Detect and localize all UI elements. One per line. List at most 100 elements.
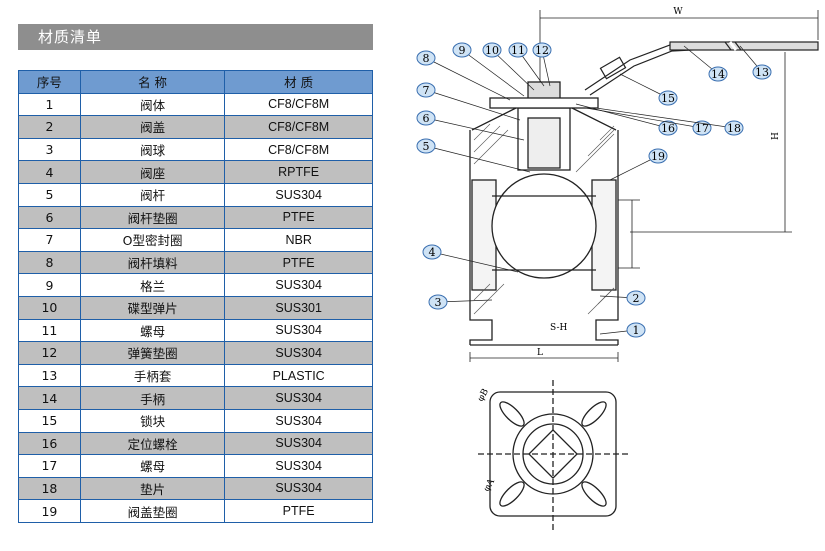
callout-bubble [482, 42, 502, 58]
dim-h: H [771, 132, 781, 140]
handle [584, 41, 819, 96]
callout-bubble [416, 138, 436, 154]
header-no: 序号 [18, 70, 81, 94]
cell-material: PTFE [224, 499, 373, 523]
dimension-h [630, 52, 792, 233]
cell-material: SUS301 [224, 295, 373, 320]
callout-bubble [416, 110, 436, 126]
callout-leader [425, 89, 521, 121]
callout-label: 15 [661, 92, 675, 105]
cell-name: 阀球 [79, 137, 226, 162]
callout-label: 7 [423, 84, 430, 97]
dimension-bore [469, 199, 640, 362]
cell-no: 3 [18, 137, 81, 162]
callout-bubble [658, 120, 678, 136]
cell-no: 8 [18, 250, 81, 275]
cell-name: 阀杆 [79, 182, 226, 207]
cell-material: SUS304 [224, 431, 373, 456]
dim-l: L [537, 348, 543, 358]
cell-material: SUS304 [224, 386, 373, 410]
cell-no: 13 [18, 363, 81, 388]
callout-label: 11 [511, 44, 525, 57]
callout-leader [425, 57, 511, 101]
callout-leader [461, 49, 525, 97]
callout-label: 6 [423, 112, 430, 125]
callout-label: 13 [755, 66, 769, 79]
callout-leader [431, 251, 519, 273]
callout-label: 5 [423, 140, 430, 153]
callout-leader [491, 49, 535, 91]
callout-label: 17 [695, 122, 709, 135]
cell-material: RPTFE [224, 160, 373, 184]
cell-name: 碟型弹片 [79, 295, 226, 320]
cell-no: 11 [18, 318, 81, 343]
cell-material: CF8/CF8M [224, 92, 373, 117]
cell-material: SUS304 [224, 454, 373, 478]
cell-no: 12 [18, 341, 81, 365]
cell-name: 阀杆填料 [79, 250, 226, 275]
callout-bubble [626, 322, 646, 338]
callout-label: 10 [485, 44, 499, 57]
callout-bubble [708, 66, 728, 82]
cell-material: SUS304 [224, 476, 373, 501]
cell-name: 格兰 [79, 273, 226, 297]
dim-dia-a: φA [482, 477, 497, 494]
cell-name: 螺母 [79, 454, 226, 478]
callout-bubble [724, 120, 744, 136]
cell-material: SUS304 [224, 273, 373, 297]
cell-no: 6 [18, 205, 81, 230]
cell-name: 阀杆垫圈 [79, 205, 226, 230]
callout-leader [425, 145, 531, 173]
callout-bubble [422, 244, 442, 260]
cell-no: 7 [18, 228, 81, 252]
valve-drawing: W H L S-H [416, 7, 819, 530]
callout-label: 4 [429, 246, 436, 259]
callout-label: 12 [535, 44, 549, 57]
cell-name: 垫片 [79, 476, 226, 501]
section-title: 材质清单 [18, 24, 373, 50]
cell-material: PTFE [224, 250, 373, 275]
header-name: 名 称 [79, 70, 226, 94]
flange-top-view [478, 380, 628, 530]
callout-label: 8 [423, 52, 430, 65]
cell-no: 4 [18, 160, 81, 184]
cell-material: NBR [224, 228, 373, 252]
cell-name: 阀盖垫圈 [79, 499, 226, 523]
cell-no: 9 [18, 273, 81, 297]
callout-bubble [626, 290, 646, 306]
callout-leader [585, 107, 703, 129]
cell-no: 14 [18, 386, 81, 410]
callout-bubble [416, 50, 436, 66]
cell-name: 弹簧垫圈 [79, 341, 226, 365]
callout-label: 16 [661, 122, 675, 135]
cell-name: O型密封圈 [79, 228, 226, 252]
cell-material: CF8/CF8M [224, 115, 373, 139]
callout-bubble [752, 64, 772, 80]
cell-material: PLASTIC [224, 363, 373, 388]
cell-name: 定位螺栓 [79, 431, 226, 456]
cell-no: 17 [18, 454, 81, 478]
header-material: 材 质 [224, 70, 373, 94]
callout-label: 18 [727, 122, 741, 135]
cell-name: 阀体 [79, 92, 226, 117]
callout-bubble [508, 42, 528, 58]
cell-no: 10 [18, 295, 81, 320]
